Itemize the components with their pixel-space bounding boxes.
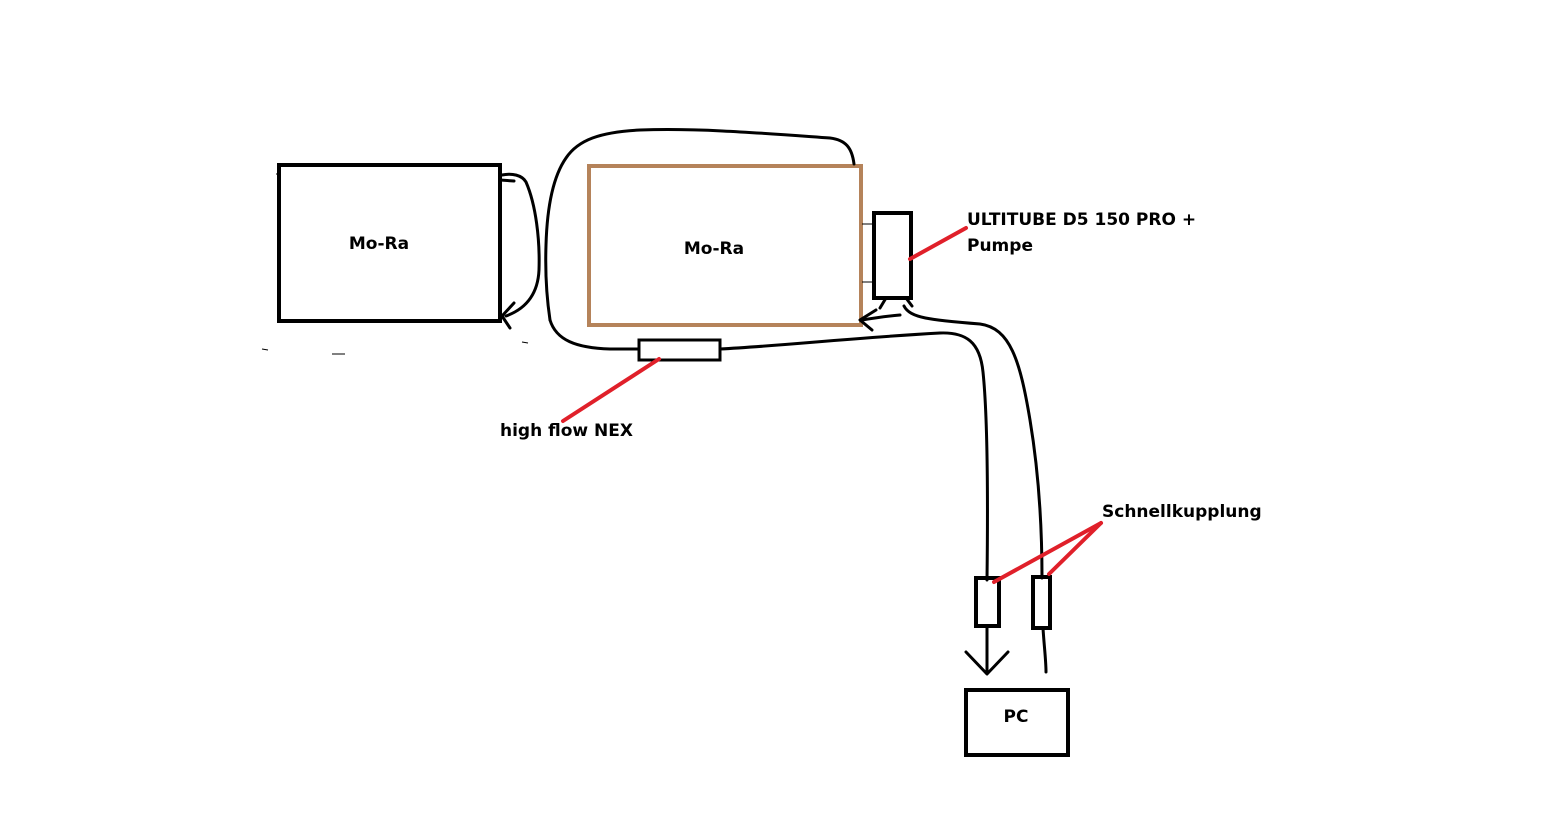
tube-pump-to-pc: [902, 304, 1044, 580]
tube-flow-to-right: [718, 331, 990, 582]
tubing: [498, 128, 1048, 676]
radiator-right-box: [587, 164, 863, 327]
flow-meter-leader-line: [561, 357, 661, 423]
pump: ULTITUBE D5 150 PRO + Pumpe: [862, 210, 1196, 310]
radiator-left: Mo-Ra: [277, 163, 502, 323]
tube-left-connection: [500, 172, 541, 318]
radiator-left-box: [277, 163, 502, 323]
radiator-right-label: Mo-Ra: [684, 239, 744, 259]
radiator-left-label: Mo-Ra: [349, 234, 409, 254]
pump-leader-line: [908, 226, 968, 261]
tube-coupling2-to-pc: [1041, 626, 1048, 674]
quick-couplings: Schnellkupplung: [974, 502, 1262, 630]
quick-coupling-leader-1: [992, 521, 1103, 584]
tube-top-loop: [544, 128, 856, 322]
pc-label: PC: [1004, 707, 1029, 727]
flow-meter-label: high flow NEX: [500, 421, 633, 441]
radiator-right: Mo-Ra: [587, 164, 863, 327]
flow-meter: high flow NEX: [500, 338, 722, 441]
pump-box: [872, 211, 913, 300]
pump-label-line1: ULTITUBE D5 150 PRO +: [967, 210, 1196, 230]
tube-left-stub: [498, 178, 516, 183]
quick-coupling-leader-2: [1047, 521, 1103, 576]
quick-couplings-label: Schnellkupplung: [1102, 502, 1262, 522]
quick-coupling-1: [974, 576, 1001, 628]
stray-marks: [261, 173, 529, 355]
pump-label-line2: Pumpe: [967, 236, 1033, 256]
quick-coupling-2: [1031, 575, 1052, 630]
tube-bottom-loop: [548, 318, 641, 351]
arrow-right-radiator: [858, 308, 878, 332]
pc: PC: [964, 688, 1070, 757]
arrow-to-pc: [964, 650, 1010, 676]
arrow-left-radiator: [500, 301, 516, 330]
tube-into-right-radiator: [860, 313, 902, 322]
flow-meter-box: [637, 338, 722, 362]
pc-box: [964, 688, 1070, 757]
